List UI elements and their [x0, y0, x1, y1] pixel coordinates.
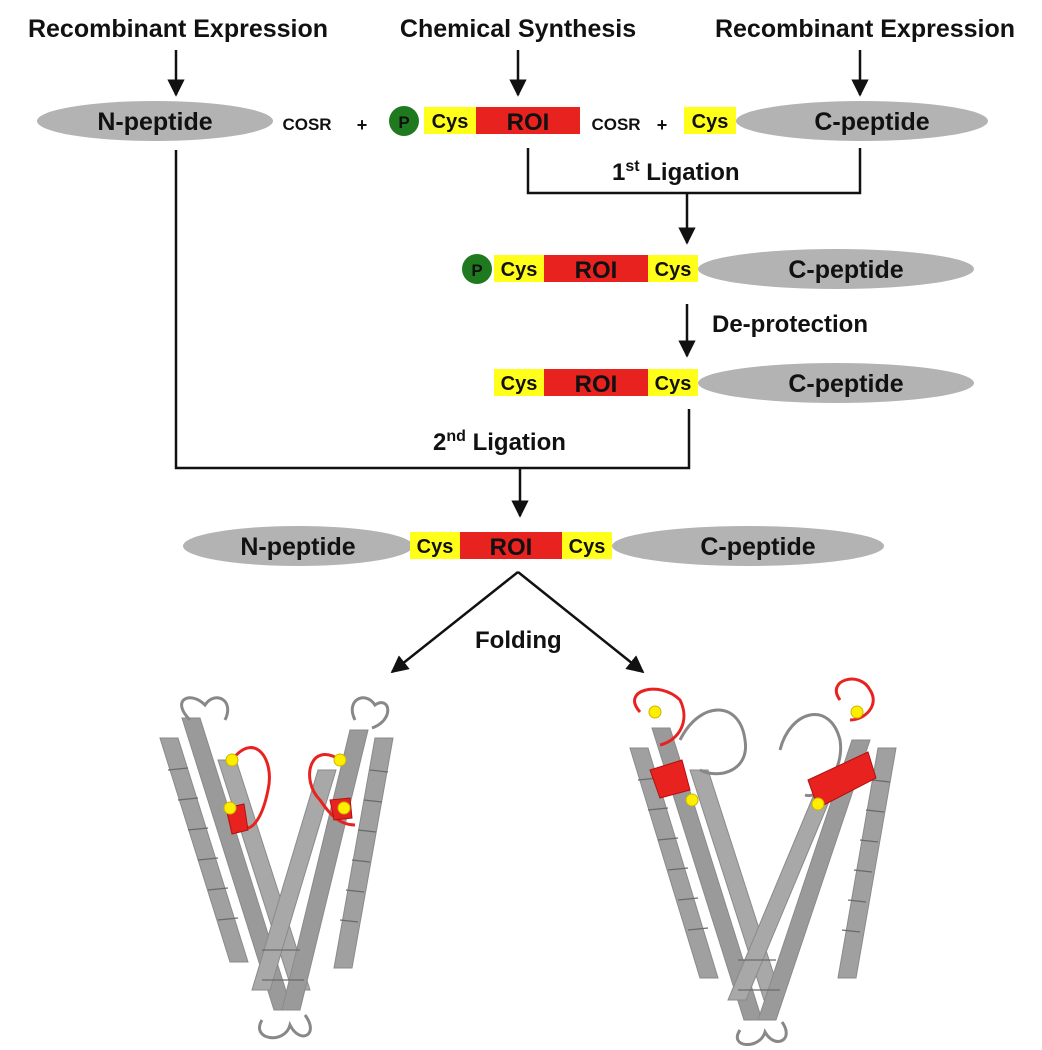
n-peptide-ellipse	[183, 526, 413, 566]
n-peptide-label: N-peptide	[97, 108, 212, 136]
roi-label: ROI	[507, 109, 550, 136]
cys-box	[494, 255, 544, 282]
c-peptide-ellipse	[736, 101, 988, 141]
folded-structure-right	[629, 677, 897, 1046]
source-middle-label: Chemical Synthesis	[400, 15, 636, 43]
cys-label: Cys	[569, 536, 606, 558]
protecting-group-label: P	[398, 113, 409, 132]
cys-box	[648, 255, 698, 282]
arrow-folding-right	[517, 571, 645, 674]
c-peptide-label: C-peptide	[700, 533, 815, 561]
c-peptide-ellipse	[698, 249, 974, 289]
cys-label: Cys	[501, 373, 538, 395]
cys-label: Cys	[501, 259, 538, 281]
cys-label: Cys	[432, 111, 469, 133]
cys-box	[684, 107, 736, 134]
plus-sign-1: +	[357, 115, 368, 135]
first-ligation-bracket	[526, 148, 862, 195]
cys-box	[648, 369, 698, 396]
deprotection-label: De-protection	[712, 311, 868, 338]
roi-box	[544, 255, 648, 282]
c-peptide-label: C-peptide	[788, 370, 903, 398]
source-left-label: Recombinant Expression	[28, 15, 328, 43]
cys-label: Cys	[692, 111, 729, 133]
first-ligation-label: 1st Ligation	[612, 158, 740, 186]
cys-label: Cys	[655, 259, 692, 281]
second-ligation-label: 2nd Ligation	[433, 428, 566, 456]
cys-box	[410, 532, 460, 559]
folded-structure-left	[159, 696, 394, 1040]
protecting-group-icon	[462, 254, 492, 284]
cys-label: Cys	[417, 536, 454, 558]
roi-box	[460, 532, 562, 559]
second-ligation-bracket	[174, 150, 691, 470]
n-peptide-label: N-peptide	[240, 533, 355, 561]
cys-box	[424, 107, 476, 134]
thioester-label-2: COSR	[591, 115, 640, 134]
plus-sign-2: +	[657, 115, 668, 135]
source-right-label: Recombinant Expression	[715, 15, 1015, 43]
cys-label: Cys	[655, 373, 692, 395]
c-peptide-ellipse	[698, 363, 974, 403]
roi-box	[476, 107, 580, 134]
roi-label: ROI	[575, 257, 618, 284]
c-peptide-ellipse	[612, 526, 884, 566]
roi-label: ROI	[490, 534, 533, 561]
thioester-label-1: COSR	[282, 115, 331, 134]
c-peptide-label: C-peptide	[814, 108, 929, 136]
roi-label: ROI	[575, 371, 618, 398]
protecting-group-icon	[389, 106, 419, 136]
c-peptide-label: C-peptide	[788, 256, 903, 284]
arrow-folding-left	[390, 571, 519, 674]
cys-box	[562, 532, 612, 559]
protecting-group-label: P	[471, 261, 482, 280]
n-peptide-ellipse	[37, 101, 273, 141]
cys-box	[494, 369, 544, 396]
roi-box	[544, 369, 648, 396]
folding-label: Folding	[475, 627, 562, 654]
